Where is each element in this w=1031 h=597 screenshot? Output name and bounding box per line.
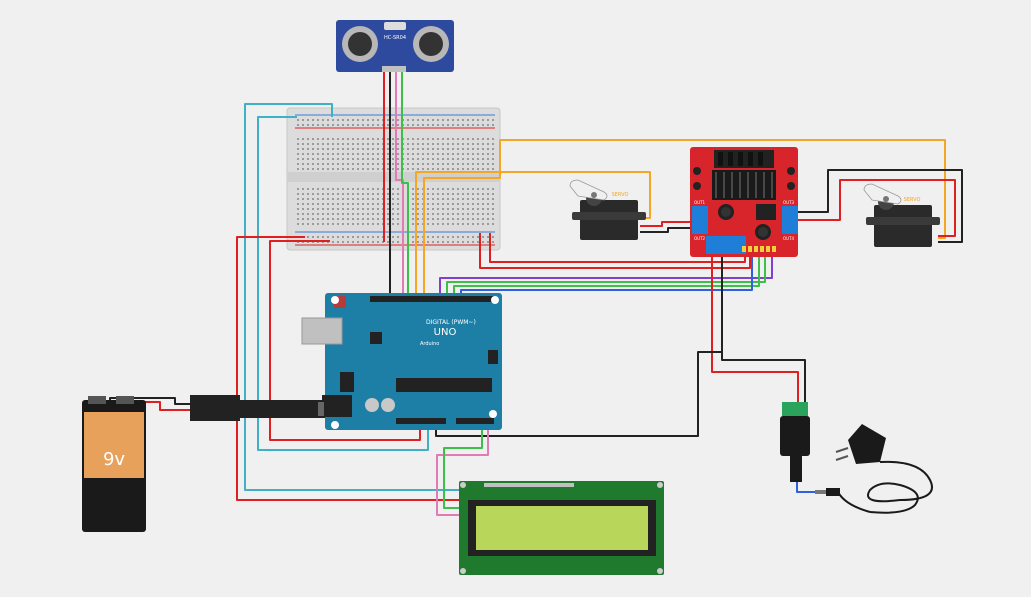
- wire-servo2-black: [798, 169, 963, 243]
- wire-green-1: [446, 252, 766, 300]
- arduino-uno-board: DIGITAL (PWM~) UNO Arduino: [301, 293, 502, 430]
- wire-red-1: [236, 236, 460, 501]
- wire-adapter: [796, 480, 815, 493]
- driver-pin-label-4: OUT4: [783, 236, 795, 241]
- servo-right-label: SERVO: [904, 197, 921, 203]
- wire-blue: [460, 252, 753, 300]
- wire-power-red: [711, 252, 799, 408]
- servo-motor-right: SERVO: [863, 183, 940, 247]
- wire-lcd-pink: [436, 425, 489, 516]
- servo-motor-left: SERVO: [569, 179, 646, 240]
- wire-gnd-arduino: [435, 351, 722, 437]
- wire-teal-1: [244, 103, 460, 491]
- servo-left-label: SERVO: [612, 192, 629, 198]
- wire-teal-2: [257, 116, 429, 451]
- wire-sensor-green: [401, 72, 409, 300]
- wire-servo1-black: [640, 227, 693, 233]
- driver-pin-label-3: OUT3: [783, 200, 795, 205]
- dc-barrel-plug: [190, 395, 325, 421]
- wire-red-3: [479, 233, 751, 269]
- wall-power-adapter: [815, 424, 933, 514]
- wire-servo1-red: [640, 221, 693, 227]
- wire-lcd-green: [443, 425, 483, 509]
- wire-power-black: [721, 252, 806, 408]
- driver-pin-label-1: OUT1: [694, 200, 706, 205]
- wire-servo2-red: [798, 179, 956, 237]
- battery-9v: 9v: [82, 396, 146, 532]
- wire-sensor-pink: [395, 72, 404, 300]
- ultrasonic-sensor: HC-SR04: [336, 20, 454, 72]
- wires: [109, 72, 963, 516]
- wire-orange-2: [423, 139, 946, 300]
- wire-battery-red: [135, 401, 190, 411]
- motor-driver-board: OUT1 OUT2 OUT3 OUT4: [690, 147, 798, 257]
- wire-orange-1: [415, 171, 651, 300]
- sensor-model-label: HC-SR04: [384, 35, 406, 41]
- arduino-logo-text: UNO: [434, 327, 457, 338]
- battery-label: 9v: [103, 449, 125, 470]
- dc-jack-adapter: [780, 402, 810, 482]
- driver-pin-label-2: OUT2: [694, 236, 706, 241]
- wire-green-2: [453, 252, 760, 300]
- lcd-display: [459, 481, 664, 575]
- wire-battery-black: [109, 397, 190, 405]
- wire-purple: [439, 252, 773, 300]
- arduino-header-text: DIGITAL (PWM~): [426, 319, 476, 326]
- wire-red-2: [269, 240, 421, 441]
- arduino-brand-text: Arduino: [420, 341, 439, 347]
